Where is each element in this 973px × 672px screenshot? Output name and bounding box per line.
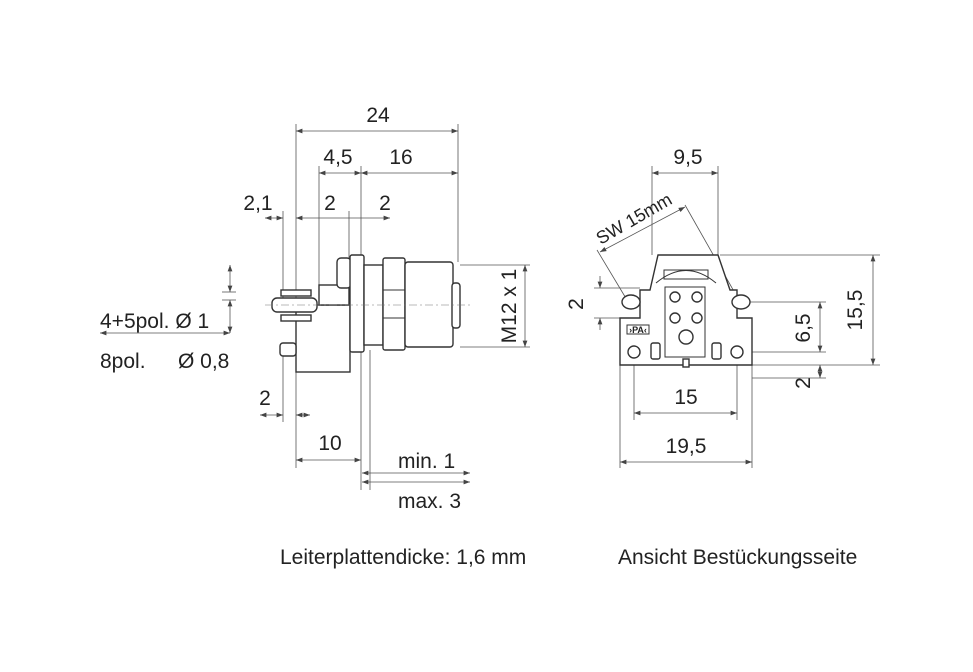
- panel-min: min. 1: [398, 450, 455, 473]
- thread-size: M12 x 1: [498, 269, 521, 344]
- dim-19-5: 19,5: [666, 435, 707, 458]
- dim-6-5: 6,5: [792, 313, 815, 342]
- pin-note-5pol: 4+5pol. Ø 1: [100, 310, 209, 333]
- dim-2-1: 2,1: [243, 192, 272, 215]
- dim-2-pin: 2: [259, 387, 271, 410]
- pin-note-8pol-value: Ø 0,8: [178, 350, 229, 373]
- dim-2-a: 2: [324, 192, 336, 215]
- connector-front-outline: ›PA‹: [619, 254, 753, 368]
- dim-2-b: 2: [379, 192, 391, 215]
- dim-10: 10: [318, 432, 341, 455]
- front-view: ›PA‹ 9,5 SW 15mm 2 15,5 6,5 2 15 19,5 An…: [565, 146, 880, 569]
- side-view-caption: Leiterplattendicke: 1,6 mm: [280, 546, 526, 569]
- front-view-caption: Ansicht Bestückungsseite: [618, 546, 857, 569]
- side-view: 24 4,5 16 2,1 2 2 4+5pol. Ø 1 8pol. Ø 0,…: [100, 104, 530, 569]
- dim-overall-length: 24: [366, 104, 390, 127]
- pin-note-8pol-label: 8pol.: [100, 350, 146, 373]
- dim-15-5: 15,5: [844, 290, 867, 331]
- connector-side-outline: [265, 254, 470, 373]
- pa-marking: ›PA‹: [629, 325, 647, 335]
- dim-9-5: 9,5: [673, 146, 702, 169]
- dim-4-5: 4,5: [323, 146, 352, 169]
- dim-2-right: 2: [792, 377, 815, 389]
- panel-max: max. 3: [398, 490, 461, 513]
- dim-2-left: 2: [565, 298, 588, 310]
- dim-16: 16: [389, 146, 412, 169]
- dim-15: 15: [674, 386, 697, 409]
